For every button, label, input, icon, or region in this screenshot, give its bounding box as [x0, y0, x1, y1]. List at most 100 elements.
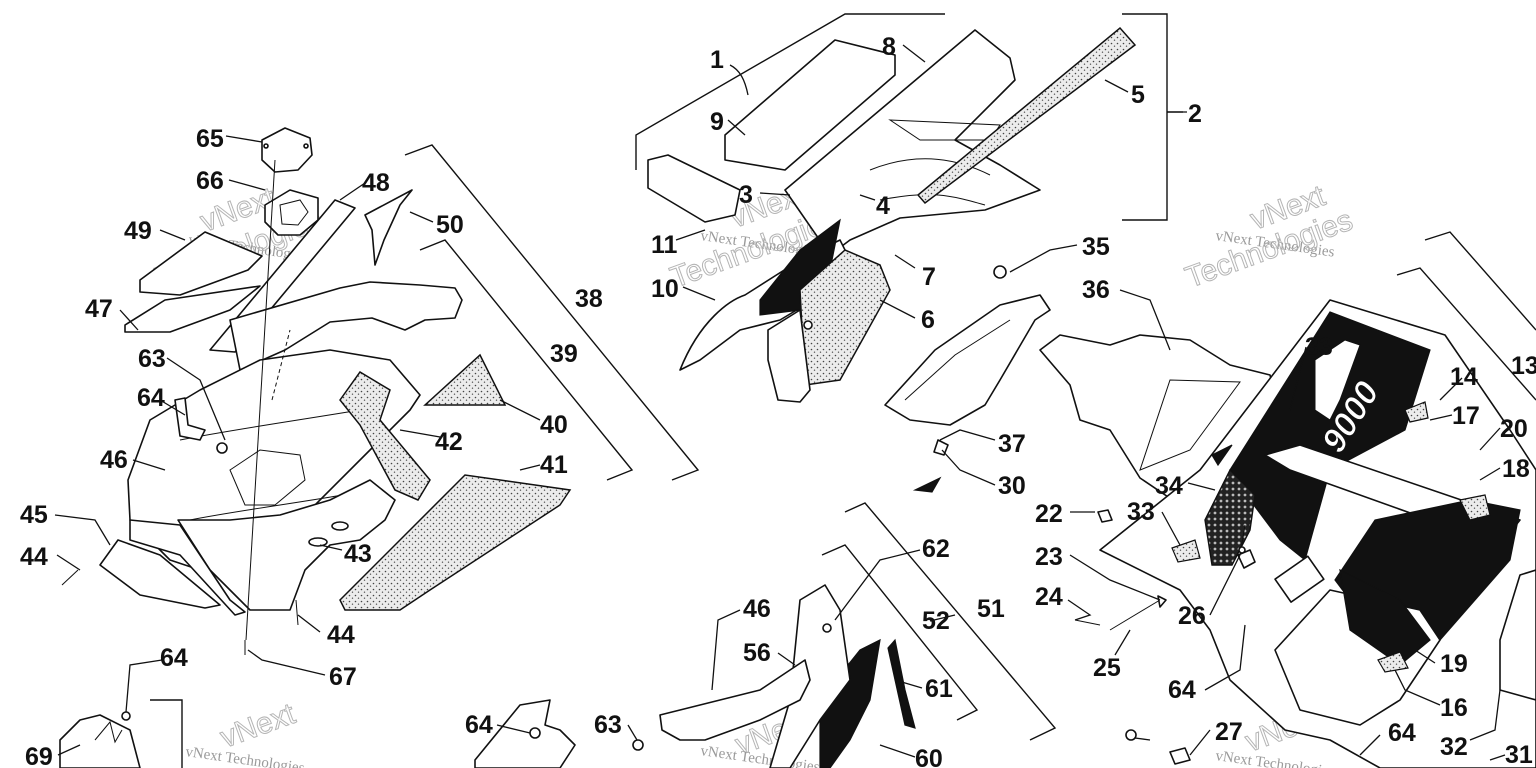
callout-64: 64	[137, 384, 165, 412]
callout-25: 25	[1093, 654, 1121, 682]
side-trim	[767, 309, 811, 403]
lower-side-panel-52	[819, 638, 881, 768]
mount-bracket-left	[174, 397, 206, 441]
callout-10: 10	[651, 275, 679, 303]
footwell-56	[659, 659, 811, 741]
callout-64: 64	[1388, 719, 1416, 747]
decal-left-lower	[124, 285, 261, 333]
callout-56: 56	[743, 639, 771, 667]
callout-1: 1	[710, 46, 724, 74]
grab-strip	[916, 26, 1137, 205]
callout-22: 22	[1035, 500, 1063, 528]
callout-43: 43	[344, 540, 372, 568]
watermark-text: vNext	[216, 697, 300, 754]
windshield-panel	[724, 39, 896, 171]
callout-23: 23	[1035, 543, 1063, 571]
callout-6: 6	[921, 306, 935, 334]
callout-65: 65	[196, 125, 224, 153]
callout-14: 14	[1450, 363, 1478, 391]
callout-37: 37	[998, 430, 1026, 458]
gauge-gasket	[264, 189, 319, 236]
callout-67: 67	[329, 663, 357, 691]
callout-66: 66	[196, 167, 224, 195]
lower-panels	[59, 509, 1246, 768]
callout-41: 41	[540, 451, 568, 479]
callout-61: 61	[925, 675, 953, 703]
gauge-bezel	[261, 127, 313, 173]
watermark-text: vNext Technologies	[1214, 748, 1335, 768]
callout-44: 44	[327, 621, 355, 649]
callout-40: 40	[540, 411, 568, 439]
front-lip	[129, 519, 246, 616]
hood-lower-pan	[177, 479, 396, 611]
upper-console	[784, 29, 1041, 256]
lower-side-dark	[1339, 568, 1431, 666]
callout-5: 5	[1131, 81, 1145, 109]
callout-31: 31	[1505, 741, 1533, 768]
visor-panel	[647, 154, 741, 223]
side-frame-right	[1499, 569, 1536, 701]
callout-46: 46	[743, 595, 771, 623]
callout-47: 47	[85, 295, 113, 323]
callout-27: 27	[1215, 718, 1243, 746]
deflector-61	[887, 638, 916, 729]
hood-ribbed-panel	[339, 371, 431, 501]
callout-63: 63	[594, 711, 622, 739]
callout-45: 45	[20, 501, 48, 529]
callout-labels: 1 2 3 4 5 6 7 8 9 10 11 13 14 16 17 18 1…	[20, 33, 1536, 768]
decal-strip	[209, 199, 356, 353]
callout-36: 36	[1082, 276, 1110, 304]
callout-60: 60	[915, 745, 943, 768]
callout-64: 64	[160, 644, 188, 672]
callout-69: 69	[25, 743, 53, 768]
small-pad-14	[1404, 401, 1429, 423]
callout-30: 30	[998, 472, 1026, 500]
callout-2: 2	[1188, 100, 1202, 128]
deflector	[364, 189, 413, 266]
callout-7: 7	[922, 263, 936, 291]
footwell-bracket	[474, 699, 576, 768]
callout-13: 13	[1511, 352, 1536, 380]
callout-16: 16	[1440, 694, 1468, 722]
callout-20: 20	[1500, 415, 1528, 443]
callout-35: 35	[1082, 233, 1110, 261]
callout-9: 9	[710, 108, 724, 136]
callout-50: 50	[436, 211, 464, 239]
hood-assembly	[61, 127, 572, 655]
callout-64: 64	[1168, 676, 1196, 704]
callout-46: 46	[100, 446, 128, 474]
callout-19: 19	[1440, 650, 1468, 678]
upper-hood-frame	[229, 281, 463, 371]
callout-11: 11	[651, 231, 678, 259]
callout-48: 48	[362, 169, 390, 197]
callout-39: 39	[550, 340, 578, 368]
callout-63: 63	[138, 345, 166, 373]
callout-4: 4	[876, 192, 890, 220]
callout-24: 24	[1035, 583, 1063, 611]
callout-62: 62	[922, 535, 950, 563]
callout-51: 51	[977, 595, 1005, 623]
callout-8: 8	[882, 33, 896, 61]
leader-lines	[54, 44, 1506, 761]
callout-26: 26	[1178, 602, 1206, 630]
callout-44: 44	[20, 543, 48, 571]
side-panel: 9000	[1099, 299, 1536, 768]
callout-52: 52	[922, 607, 950, 635]
callout-42: 42	[435, 428, 463, 456]
callout-34: 34	[1155, 472, 1183, 500]
callout-18: 18	[1502, 455, 1530, 483]
callout-32: 32	[1440, 733, 1468, 761]
small-pad-18	[1459, 494, 1491, 521]
callout-64: 64	[465, 711, 493, 739]
callout-33: 33	[1305, 333, 1333, 361]
windscreen-69	[59, 714, 141, 768]
small-pad-33	[1171, 539, 1201, 563]
side-pad	[339, 474, 572, 611]
callout-3: 3	[739, 181, 753, 209]
callout-17: 17	[1452, 402, 1480, 430]
small-pad-16	[1377, 651, 1409, 673]
callout-33: 33	[1127, 498, 1155, 526]
windshield-assembly	[647, 26, 1137, 403]
decal-white-band	[1314, 339, 1361, 421]
